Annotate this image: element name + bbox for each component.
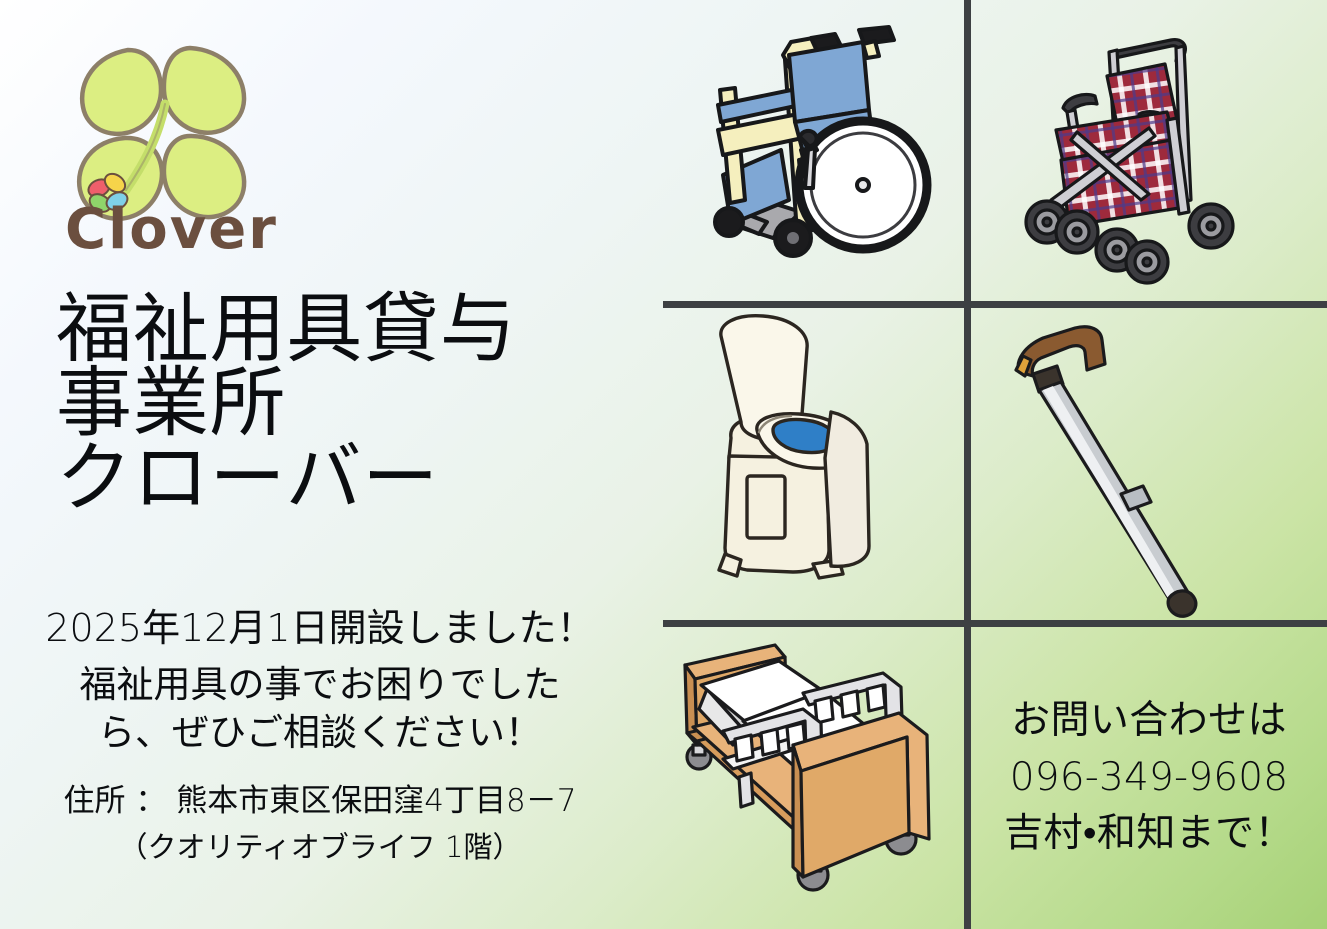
appeal-text: 福祉用具の事でお困りでした ら、ぜひご相談ください！ (0, 661, 640, 757)
clover-wordmark: Clover (65, 197, 278, 262)
silver-car-walker-illustration (971, 0, 1327, 301)
opening-notice: 2025年12月1日開設しました！ (45, 606, 595, 650)
address-block: 住所 ： 熊本市東区保田窪4丁目8－7 （クオリティオブライフ 1階） (0, 778, 640, 869)
contact-staff: 吉村•和知まで！ (1004, 811, 1294, 857)
walking-cane-illustration (971, 308, 1327, 620)
portable-toilet-illustration (663, 308, 964, 620)
contact-phone[interactable]: 096-349-9608 (1009, 754, 1289, 800)
page-title: 福祉用具貸与 事業所 クローバー (56, 284, 656, 522)
appeal-line-2: ら、ぜひご相談ください！ (98, 710, 542, 754)
announcement-block: 2025年12月1日開設しました！ 福祉用具の事でお困りでした ら、ぜひご相談く… (0, 604, 640, 757)
headline-line-1: 福祉用具貸与 (56, 284, 517, 373)
contact-block: お問い合わせは 096-349-9608 吉村•和知まで！ (971, 627, 1327, 929)
care-bed-illustration (663, 627, 964, 929)
headline-line-2: 事業所 (56, 358, 287, 448)
headline-line-3: クローバー (56, 432, 440, 522)
clover-logo: Clover (55, 28, 305, 278)
contact-label: お問い合わせは (1011, 697, 1287, 743)
grid-divider-horizontal-1 (663, 301, 1327, 308)
small-flower-icon (87, 172, 129, 213)
address-line-2: （クオリティオブライフ 1階） (118, 830, 522, 865)
grid-divider-horizontal-2 (663, 620, 1327, 627)
clover-stem (121, 99, 170, 195)
appeal-line-1: 福祉用具の事でお困りでした (79, 662, 561, 706)
grid-divider-vertical (964, 0, 971, 929)
address-line-1: 住所 ： 熊本市東区保田窪4丁目8－7 (63, 783, 577, 819)
wheelchair-illustration (663, 0, 964, 301)
left-info-panel: Clover 福祉用具貸与 事業所 クローバー 2025年12月1日開設しました… (0, 0, 663, 929)
